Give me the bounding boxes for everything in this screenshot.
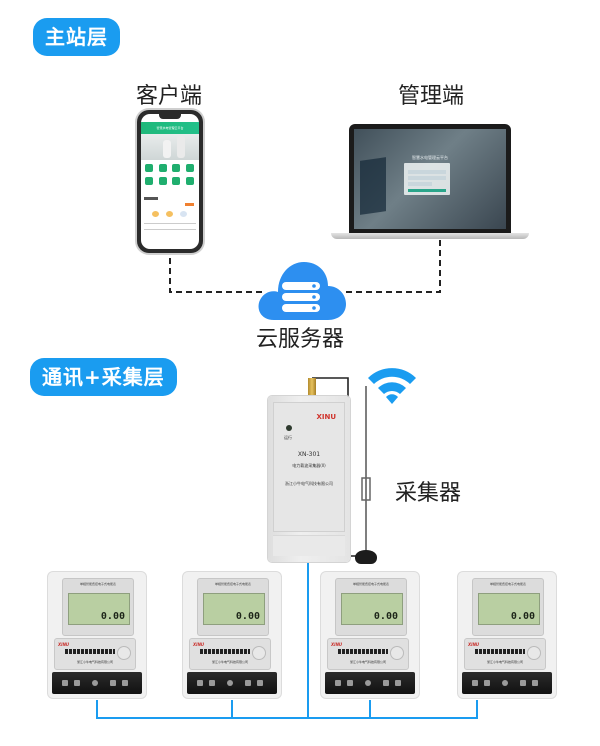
- meter-terminal-block: [325, 672, 415, 694]
- meter-brand: XINU: [468, 642, 480, 647]
- electric-meter-4: 单相智能费控电子式电能表 0.00 XINU 浙江小牛电气科技有限公司: [458, 572, 556, 700]
- meter-display-panel: 单相智能费控电子式电能表 0.00: [197, 578, 269, 642]
- meter-company: 浙江小牛电气科技有限公司: [486, 660, 523, 664]
- laptop-screen-title: 智慧水电管理云平台: [412, 155, 448, 160]
- meter-barcode: [475, 649, 525, 654]
- phone-app-title: 智慧水电管理云平台: [141, 122, 199, 134]
- meter-seal-knob: [117, 646, 131, 660]
- collector-device-name: 电力载波采集器(II): [292, 463, 326, 468]
- cloud-server-icon: [258, 262, 346, 320]
- phone-banner-image: [141, 134, 199, 160]
- meter-reading: 0.00: [373, 611, 398, 622]
- run-indicator-led: [286, 425, 292, 431]
- meter-lcd: 0.00: [68, 593, 130, 625]
- meter-barcode: [65, 649, 115, 654]
- collector-model: XN-301: [297, 451, 321, 458]
- master-layer-badge: 主站层: [33, 18, 120, 56]
- meter-company: 浙江小牛电气科技有限公司: [76, 660, 113, 664]
- meter-body: 单相智能费控电子式电能表 0.00 XINU 浙江小牛电气科技有限公司: [48, 572, 146, 698]
- smartphone-icon: 智慧水电管理云平台: [137, 110, 203, 253]
- comm-collect-layer-badge: 通讯+采集层: [30, 358, 177, 396]
- cloud-server-label: 云服务器: [256, 327, 345, 352]
- collector-label: 采集器: [395, 481, 462, 506]
- phone-weather-section: [144, 197, 196, 241]
- meter-nameplate: XINU 浙江小牛电气科技有限公司: [464, 638, 546, 670]
- meter-company: 浙江小牛电气科技有限公司: [349, 660, 386, 664]
- meter-terminal-block: [187, 672, 277, 694]
- meter-reading: 0.00: [235, 611, 260, 622]
- meter-barcode: [338, 649, 388, 654]
- meter-terminal-block: [462, 672, 552, 694]
- server-stack-icon: [282, 282, 320, 312]
- meter-company: 浙江小牛电气科技有限公司: [211, 660, 248, 664]
- admin-label: 管理端: [398, 84, 465, 109]
- meter-nameplate: XINU 浙江小牛电气科技有限公司: [189, 638, 271, 670]
- meter-body: 单相智能费控电子式电能表 0.00 XINU 浙江小牛电气科技有限公司: [458, 572, 556, 698]
- meter-reading: 0.00: [510, 611, 535, 622]
- meter-lcd: 0.00: [478, 593, 540, 625]
- laptop-icon: 智慧水电管理云平台: [349, 124, 511, 233]
- meter-brand: XINU: [193, 642, 205, 647]
- antenna-coil: [361, 477, 371, 501]
- collector-front-panel: XINU 运行 XN-301 电力载波采集器(II) 浙江小牛电气科技有限公司: [273, 402, 345, 532]
- meter-lcd: 0.00: [341, 593, 403, 625]
- collector-company: 浙江小牛电气科技有限公司: [285, 481, 333, 486]
- meter-title: 单相智能费控电子式电能表: [352, 582, 389, 586]
- meter-body: 单相智能费控电子式电能表 0.00 XINU 浙江小牛电气科技有限公司: [321, 572, 419, 698]
- meter-brand: XINU: [58, 642, 70, 647]
- meter-seal-knob: [390, 646, 404, 660]
- collector-vent: [273, 535, 345, 556]
- laptop-screen: 智慧水电管理云平台: [354, 129, 506, 229]
- electric-meter-3: 单相智能费控电子式电能表 0.00 XINU 浙江小牛电气科技有限公司: [321, 572, 419, 700]
- meter-lcd: 0.00: [203, 593, 265, 625]
- meter-seal-knob: [527, 646, 541, 660]
- meter-title: 单相智能费控电子式电能表: [214, 582, 251, 586]
- run-indicator-label: 运行: [284, 435, 292, 440]
- meter-display-panel: 单相智能费控电子式电能表 0.00: [472, 578, 544, 642]
- wifi-icon: [368, 368, 416, 404]
- meter-barcode: [200, 649, 250, 654]
- rs485-bus: [96, 562, 478, 719]
- meter-body: 单相智能费控电子式电能表 0.00 XINU 浙江小牛电气科技有限公司: [183, 572, 281, 698]
- laptop-base: [331, 233, 529, 239]
- antenna-magnetic-base: [355, 550, 377, 564]
- antenna-connector: [308, 378, 316, 398]
- client-cloud-dashed-link: [169, 258, 262, 293]
- meter-terminal-block: [52, 672, 142, 694]
- meter-title: 单相智能费控电子式电能表: [79, 582, 116, 586]
- electric-meter-1: 单相智能费控电子式电能表 0.00 XINU 浙江小牛电气科技有限公司: [48, 572, 146, 700]
- admin-cloud-dashed-link: [342, 240, 441, 293]
- meter-seal-knob: [252, 646, 266, 660]
- meter-brand: XINU: [331, 642, 343, 647]
- meter-nameplate: XINU 浙江小牛电气科技有限公司: [54, 638, 136, 670]
- collector-brand: XINU: [316, 413, 336, 421]
- data-collector-device: XINU 运行 XN-301 电力载波采集器(II) 浙江小牛电气科技有限公司: [268, 396, 350, 562]
- meter-display-panel: 单相智能费控电子式电能表 0.00: [62, 578, 134, 642]
- phone-app-icons: [145, 164, 195, 185]
- laptop-dashboard-graphic: [360, 157, 386, 215]
- meter-display-panel: 单相智能费控电子式电能表 0.00: [335, 578, 407, 642]
- meter-reading: 0.00: [100, 611, 125, 622]
- meter-nameplate: XINU 浙江小牛电气科技有限公司: [327, 638, 409, 670]
- laptop-login-panel: [404, 163, 450, 195]
- meter-title: 单相智能费控电子式电能表: [489, 582, 526, 586]
- phone-screen: 智慧水电管理云平台: [141, 114, 199, 249]
- electric-meter-2: 单相智能费控电子式电能表 0.00 XINU 浙江小牛电气科技有限公司: [183, 572, 281, 700]
- client-label: 客户端: [136, 84, 203, 109]
- phone-notch: [159, 114, 181, 119]
